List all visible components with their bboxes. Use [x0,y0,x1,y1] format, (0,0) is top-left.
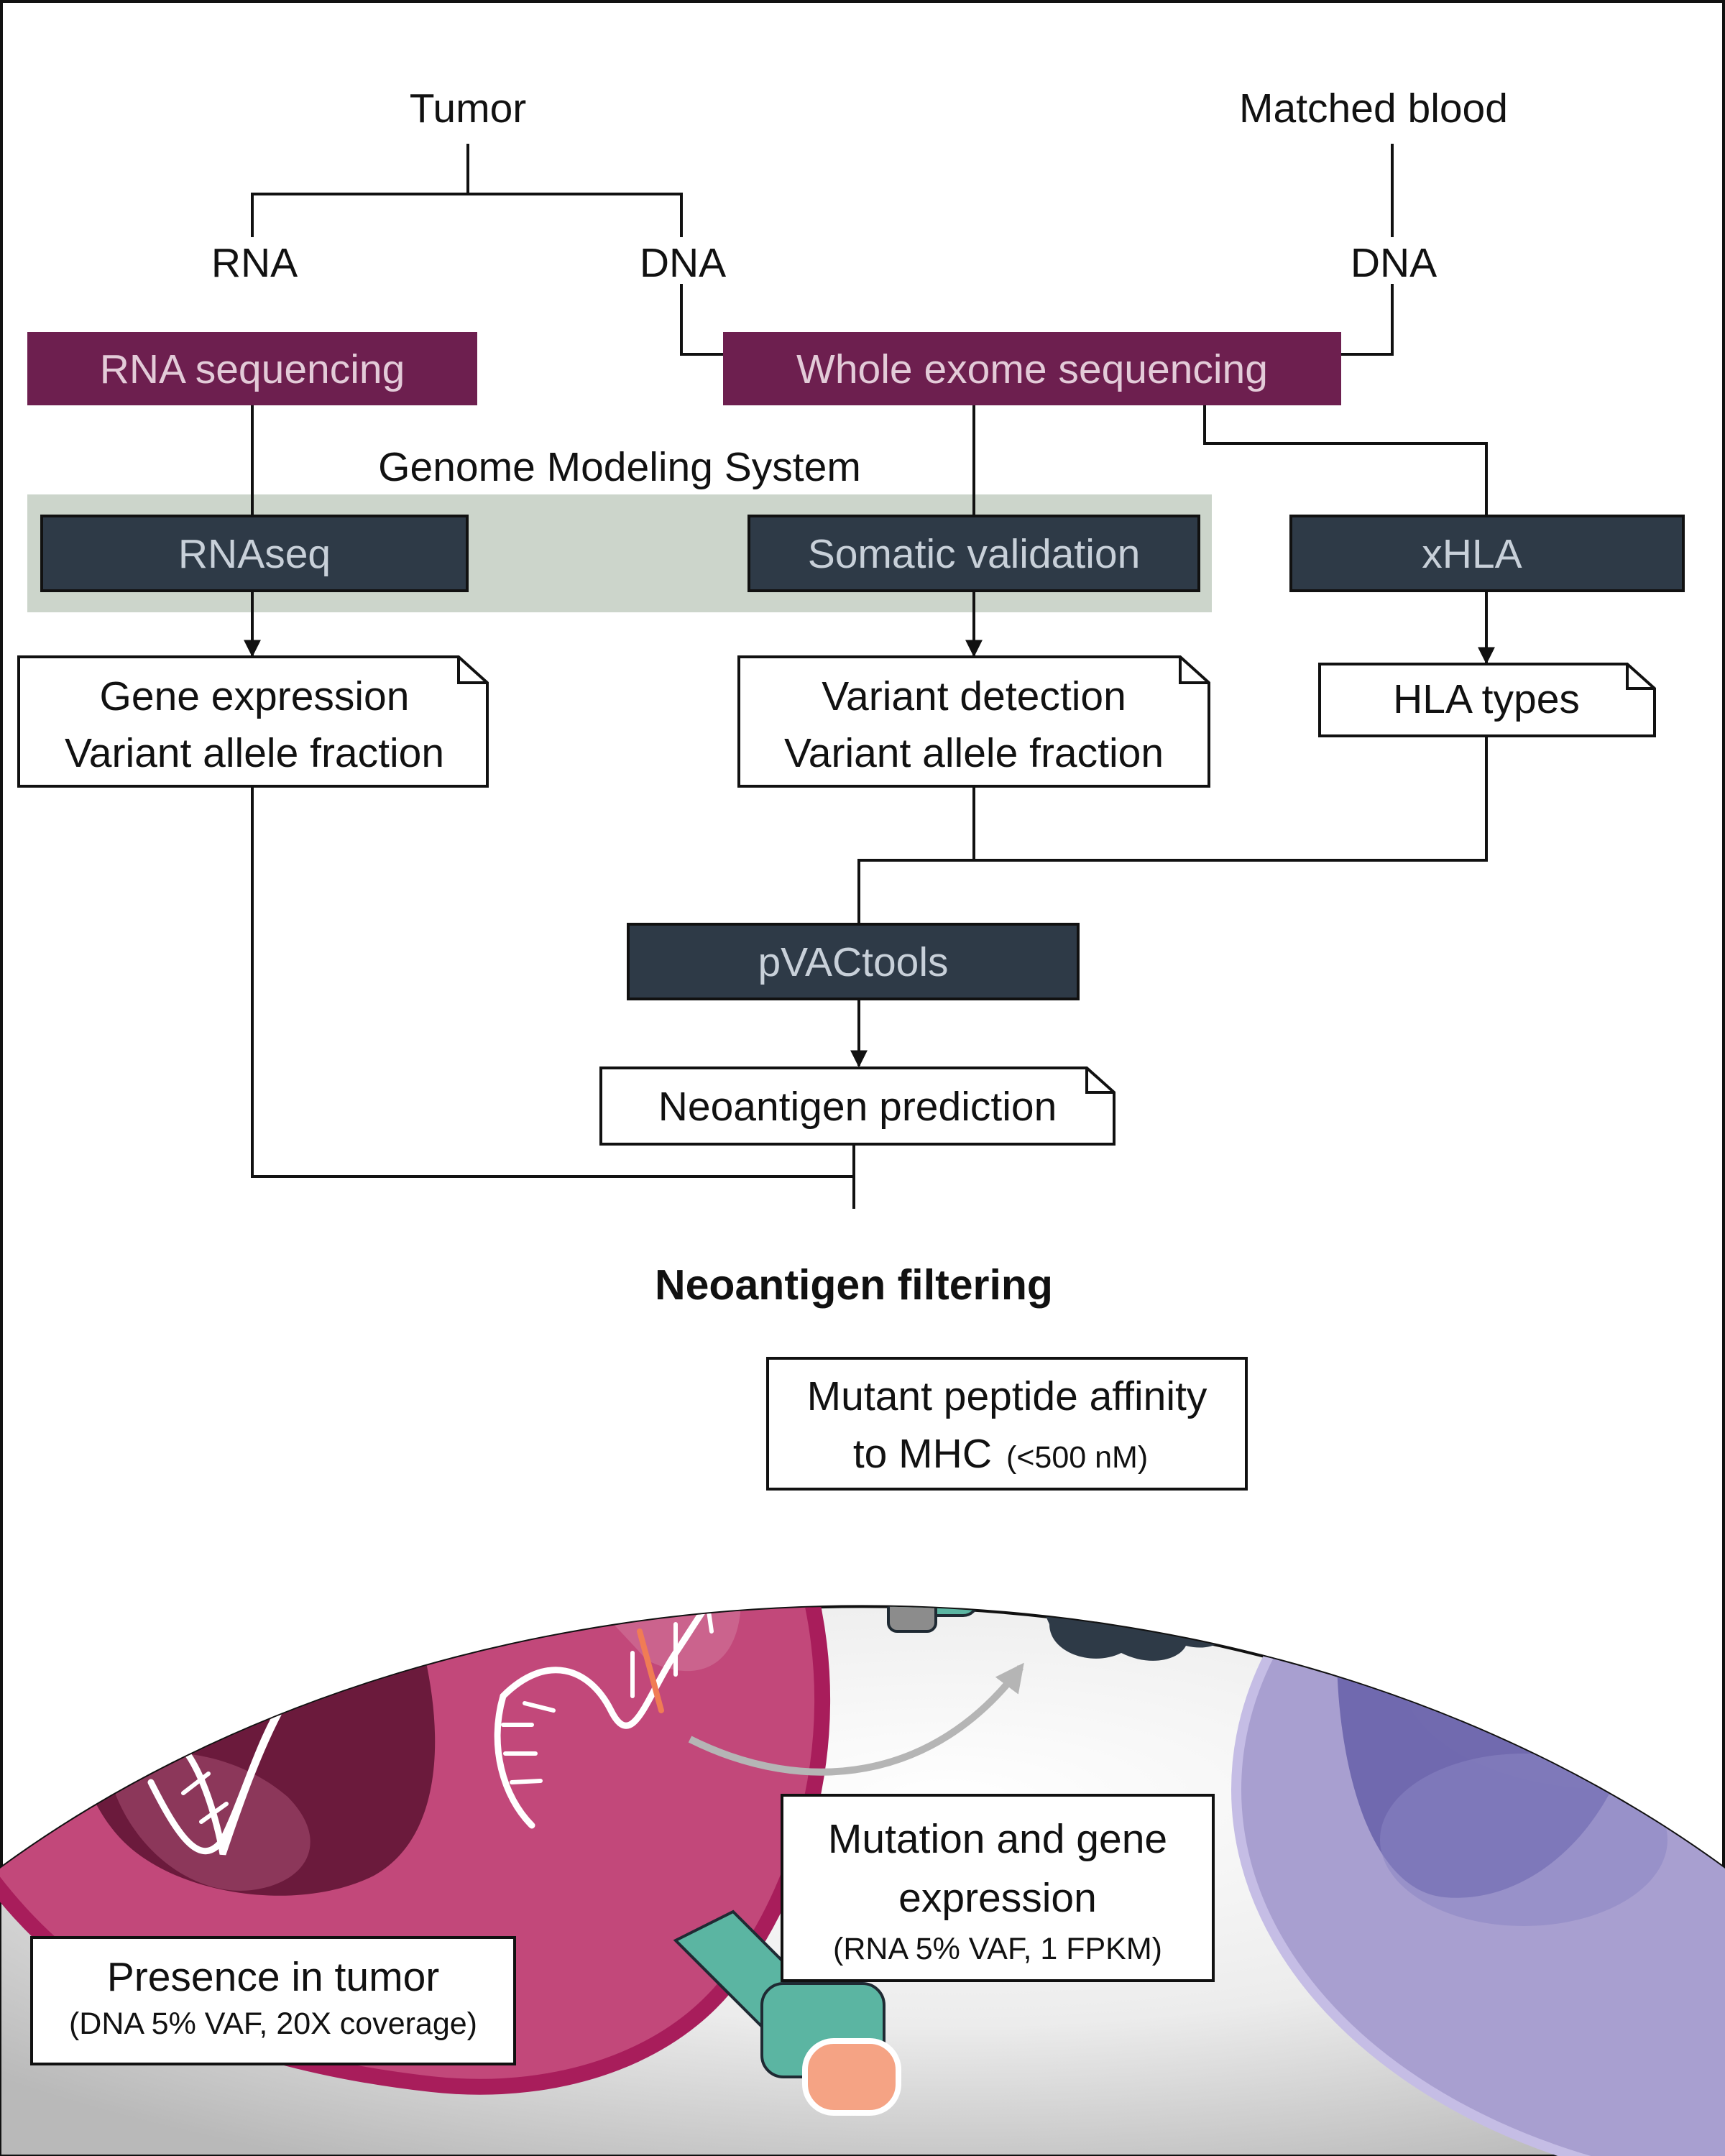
xhla-label: xHLA [1422,531,1522,577]
neoantigen-filtering-title: Neoantigen filtering [655,1261,1053,1309]
tumor-rna-label: RNA [211,240,298,286]
tumor-label: Tumor [410,86,527,132]
presence-filter-box: Presence in tumor (DNA 5% VAF, 20X cover… [30,1936,516,2065]
rnaseq-label: RNAseq [178,531,331,577]
presence-filter-criterion: (DNA 5% VAF, 20X coverage) [69,2007,477,2041]
mrna-strand-icon [494,1606,758,1829]
neoantigen-prediction-text: Neoantigen prediction [658,1084,1057,1130]
connector-lines [244,144,1495,1209]
variant-detection-text: Variant detection [822,673,1126,719]
gene-expression-note: Gene expression Variant allele fraction [17,655,489,788]
pvactools-label: pVACtools [758,939,948,985]
affinity-filter-line2: to MHC [853,1431,992,1477]
xhla-box: xHLA [1289,515,1685,592]
whole-exome-sequencing-box: Whole exome sequencing [723,332,1341,405]
gene-expression-text: Gene expression [100,673,410,719]
tumor-dna-label: DNA [640,240,726,286]
variant-detection-vaf-text: Variant allele fraction [784,730,1164,776]
affinity-filter-line1: Mutant peptide affinity [807,1373,1208,1419]
expression-filter-criterion: (RNA 5% VAF, 1 FPKM) [833,1932,1162,1966]
rna-sequencing-box: RNA sequencing [27,332,477,405]
blood-dna-label: DNA [1351,240,1437,286]
matched-blood-label: Matched blood [1239,86,1508,132]
expression-filter-line2: expression [898,1875,1097,1921]
somatic-validation-box: Somatic validation [748,515,1200,592]
hla-types-note: HLA types [1318,663,1656,737]
peptide-marker [975,1537,1061,1594]
process-arrow-icon [417,1537,618,1595]
rnaseq-box: RNAseq [40,515,469,592]
neoantigen-prediction-note: Neoantigen prediction [599,1067,1116,1146]
rna-sequencing-label: RNA sequencing [100,346,405,392]
t-cell-receptor-icon [1039,1606,1236,1661]
affinity-filter-criterion: (<500 nM) [1006,1440,1148,1475]
genome-modeling-system-label: Genome Modeling System [378,444,861,490]
expression-filter-box: Mutation and gene expression (RNA 5% VAF… [781,1794,1215,1982]
presence-filter-line1: Presence in tumor [107,1954,440,2000]
somatic-validation-label: Somatic validation [808,531,1141,577]
expression-filter-line1: Mutation and gene [828,1816,1167,1862]
pvactools-box: pVACtools [627,923,1080,1000]
mhc-molecule-icon [887,1606,979,1633]
gene-expression-vaf-text: Variant allele fraction [65,730,444,776]
hla-types-text: HLA types [1393,676,1580,722]
process-arrow-icon [688,1662,1024,1776]
variant-detection-note: Variant detection Variant allele fractio… [737,655,1210,788]
affinity-filter-box: Mutant peptide affinity to MHC (<500 nM) [766,1357,1248,1491]
mhc-molecule-icon [673,1909,901,2116]
whole-exome-sequencing-label: Whole exome sequencing [796,346,1268,392]
